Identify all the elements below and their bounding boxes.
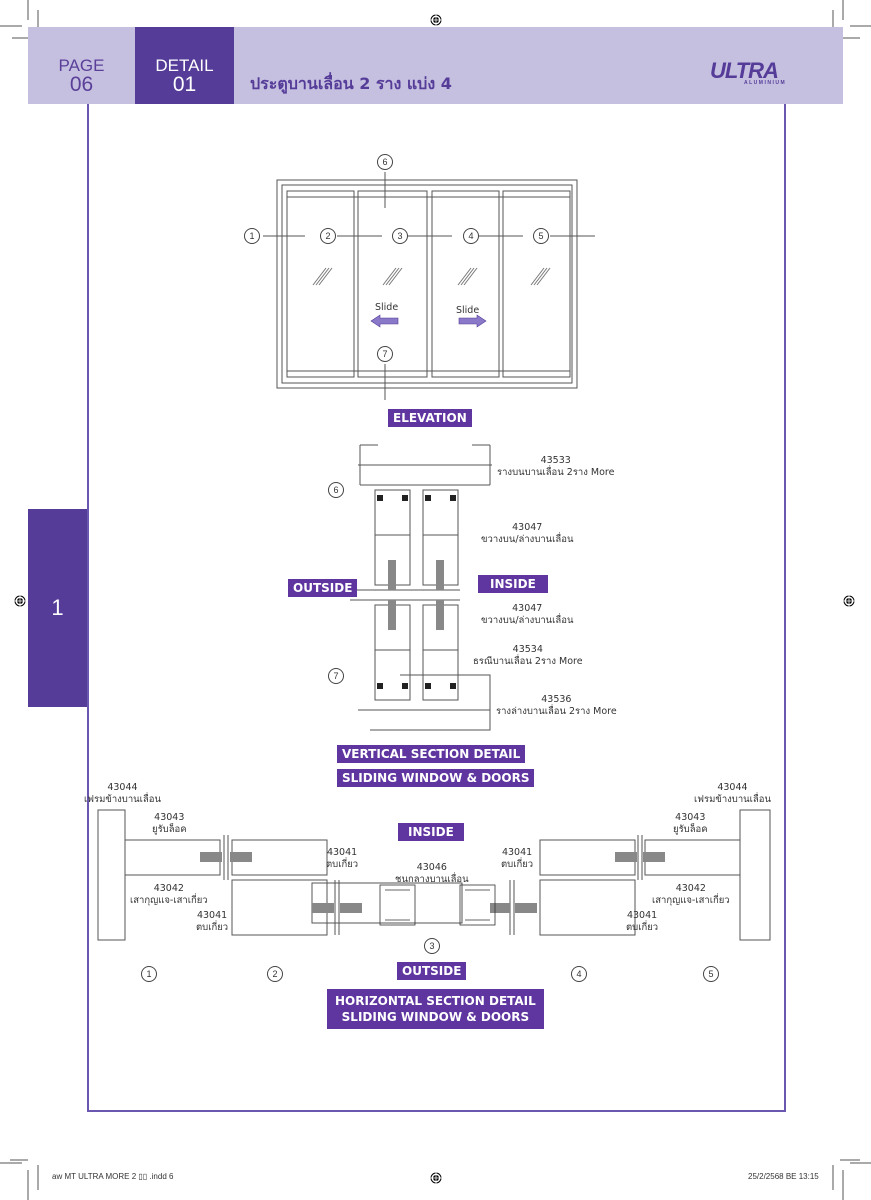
callout-1: 1 bbox=[244, 228, 260, 244]
horizontal-callout-1: 1 bbox=[141, 966, 157, 982]
vertical-section-subtitle: SLIDING WINDOW & DOORS bbox=[337, 769, 535, 787]
horizontal-section-title: HORIZONTAL SECTION DETAIL SLIDING WINDOW… bbox=[327, 989, 544, 1029]
callout-4: 4 bbox=[463, 228, 479, 244]
elevation-label: ELEVATION bbox=[388, 409, 472, 427]
content-frame bbox=[87, 104, 786, 1112]
horizontal-callout-3: 3 bbox=[424, 938, 440, 954]
slide-left-label: Slide bbox=[375, 302, 399, 313]
slide-left-arrow-icon bbox=[370, 314, 399, 328]
registration-mark-icon bbox=[14, 595, 26, 607]
vertical-callout-7: 7 bbox=[328, 668, 344, 684]
chapter-tab: 1 bbox=[28, 509, 87, 707]
callout-7: 7 bbox=[377, 346, 393, 362]
footer-timestamp: 25/2/2568 BE 13:15 bbox=[748, 1172, 819, 1181]
detail-number: 01 bbox=[172, 73, 197, 96]
vertical-inside-label: INSIDE bbox=[478, 575, 548, 593]
callout-2: 2 bbox=[320, 228, 336, 244]
logo-text: ULTRA bbox=[710, 58, 779, 83]
logo-subtext: ALUMINIUM bbox=[744, 80, 787, 86]
slide-right-arrow-icon bbox=[458, 314, 487, 328]
horizontal-callout-4: 4 bbox=[571, 966, 587, 982]
ultra-logo: ULTRA ALUMINIUM bbox=[710, 58, 785, 86]
registration-mark-icon bbox=[843, 595, 855, 607]
horizontal-section-drawing bbox=[97, 809, 771, 941]
page-title: ประตูบานเลื่อน 2 ราง แบ่ง 4 bbox=[250, 74, 452, 93]
registration-mark-icon bbox=[430, 14, 442, 26]
vertical-callout-6: 6 bbox=[328, 482, 344, 498]
slide-right-label: Slide bbox=[456, 305, 480, 316]
horizontal-callout-5: 5 bbox=[703, 966, 719, 982]
callout-6: 6 bbox=[377, 154, 393, 170]
elevation-drawing bbox=[263, 172, 595, 400]
callout-5: 5 bbox=[533, 228, 549, 244]
footer-filename: aw MT ULTRA MORE 2 ▯▯ .indd 6 bbox=[52, 1172, 174, 1181]
detail-label: DETAIL bbox=[155, 56, 214, 75]
horizontal-callout-2: 2 bbox=[267, 966, 283, 982]
horizontal-outside-label: OUTSIDE bbox=[397, 962, 467, 980]
page-number: 06 bbox=[69, 73, 94, 96]
vertical-section-drawing bbox=[350, 444, 492, 731]
detail-indicator: DETAIL 01 bbox=[135, 27, 234, 104]
page-label: PAGE bbox=[58, 56, 105, 75]
callout-3: 3 bbox=[392, 228, 408, 244]
horizontal-inside-label: INSIDE bbox=[398, 823, 464, 841]
page-indicator: PAGE 06 bbox=[28, 27, 135, 104]
registration-mark-icon bbox=[430, 1172, 442, 1184]
vertical-outside-label: OUTSIDE bbox=[288, 579, 358, 597]
vertical-section-title: VERTICAL SECTION DETAIL bbox=[337, 745, 526, 763]
